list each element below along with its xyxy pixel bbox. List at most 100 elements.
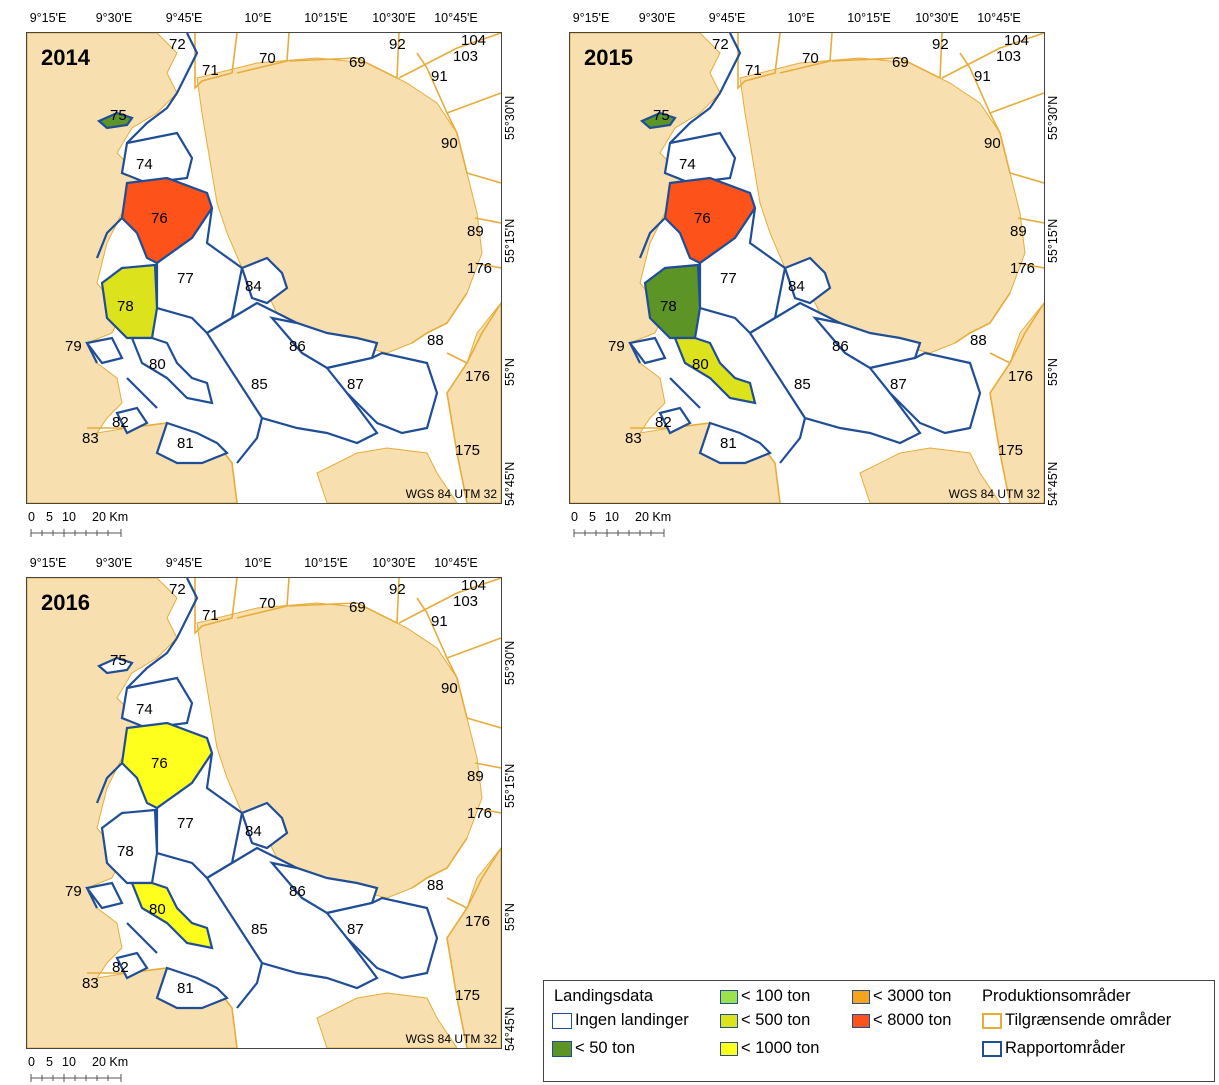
longitude-tick: 10°E: [787, 11, 815, 25]
svg-text:83: 83: [82, 975, 99, 992]
svg-text:79: 79: [65, 883, 82, 900]
svg-text:86: 86: [289, 338, 306, 355]
svg-text:104: 104: [461, 578, 486, 594]
land-east: [739, 57, 1026, 354]
svg-text:74: 74: [136, 701, 153, 718]
area-74: [120, 131, 194, 185]
svg-text:175: 175: [455, 442, 480, 459]
svg-text:82: 82: [112, 959, 129, 976]
legend-swatch: [720, 989, 738, 1004]
svg-text:92: 92: [389, 36, 406, 53]
latitude-tick: 55°15'N: [1046, 218, 1060, 263]
latitude-tick: 54°45'N: [503, 461, 517, 506]
area-79: [628, 336, 667, 365]
area-82: [115, 951, 149, 980]
svg-text:75: 75: [110, 652, 127, 669]
area-85: [748, 301, 922, 445]
longitude-tick: 10°E: [244, 556, 272, 570]
panel-year: 2014: [41, 45, 90, 70]
area-78: [643, 263, 702, 340]
area-87: [325, 351, 439, 435]
longitude-tick: 9°15'E: [29, 556, 67, 570]
longitude-tick: 9°45'E: [165, 11, 203, 25]
svg-text:75: 75: [110, 107, 127, 124]
svg-text:70: 70: [259, 595, 276, 612]
legend-item: < 50 ton: [552, 1039, 635, 1058]
longitude-tick: 10°45'E: [434, 11, 478, 25]
land-southeast: [446, 847, 501, 1048]
report-borders: [629, 33, 807, 464]
scale-label: 20 Km: [635, 510, 672, 524]
area-81: [698, 421, 772, 465]
latitude-tick: 55°30'N: [503, 95, 517, 140]
scale-label: 10: [62, 1055, 76, 1069]
longitude-tick: 10°30'E: [915, 11, 959, 25]
crs-label: WGS 84 UTM 32: [948, 487, 1040, 501]
svg-text:81: 81: [177, 435, 194, 452]
legend-swatch: [852, 1013, 870, 1028]
svg-text:81: 81: [177, 980, 194, 997]
longitude-tick: 10°30'E: [372, 556, 416, 570]
scale-label: 5: [46, 1055, 53, 1069]
svg-text:103: 103: [996, 48, 1021, 65]
area-80: [130, 881, 214, 950]
latitude-tick: 55°N: [503, 358, 517, 386]
area-85: [205, 846, 379, 990]
area-75: [96, 656, 134, 675]
land-east: [196, 602, 483, 899]
area-75: [639, 111, 677, 130]
longitude-tick: 9°30'E: [95, 11, 133, 25]
adjacent-area-borders: [630, 33, 1044, 503]
longitude-tick: 9°45'E: [165, 556, 203, 570]
svg-text:82: 82: [112, 414, 129, 431]
area-81: [155, 966, 229, 1010]
svg-text:91: 91: [431, 68, 448, 85]
svg-text:84: 84: [245, 278, 262, 295]
area-87: [325, 896, 439, 980]
area-77: [155, 207, 244, 335]
svg-text:92: 92: [389, 581, 406, 598]
longitude-tick: 10°45'E: [977, 11, 1021, 25]
latitude-tick: 55°30'N: [503, 640, 517, 685]
svg-text:87: 87: [890, 376, 907, 393]
latitude-tick: 55°15'N: [503, 763, 517, 808]
svg-text:85: 85: [251, 921, 268, 938]
svg-text:87: 87: [347, 921, 364, 938]
area-75: [96, 111, 134, 130]
area-84: [240, 256, 289, 305]
legend-item: < 1000 ton: [720, 1039, 819, 1058]
area-79: [85, 336, 124, 365]
svg-text:74: 74: [136, 156, 153, 173]
area-labels: 72 71 70 69 92 104 103 91 75 74 90 76 89…: [65, 33, 492, 459]
svg-text:86: 86: [832, 338, 849, 355]
legend-swatch: [552, 1012, 572, 1029]
area-labels: 72 71 70 69 92 104 103 91 75 74 90 76 89…: [608, 33, 1035, 459]
scale-label: 5: [46, 510, 53, 524]
scale-label: 0: [571, 510, 578, 524]
land-southeast: [989, 302, 1044, 503]
legend-item: < 8000 ton: [852, 1011, 951, 1030]
svg-text:70: 70: [259, 50, 276, 67]
svg-text:176: 176: [1010, 260, 1035, 277]
svg-text:88: 88: [970, 332, 987, 349]
svg-text:77: 77: [177, 815, 194, 832]
area-84: [783, 256, 832, 305]
svg-text:84: 84: [788, 278, 805, 295]
svg-text:90: 90: [441, 680, 458, 697]
svg-text:80: 80: [692, 356, 709, 373]
map-frame: 72 71 70 69 92 104 103 91 75 74 90 76 89…: [26, 577, 502, 1049]
longitude-tick: 10°15'E: [304, 11, 348, 25]
area-74: [663, 131, 737, 185]
svg-text:78: 78: [660, 298, 677, 315]
svg-text:85: 85: [251, 376, 268, 393]
svg-text:92: 92: [932, 36, 949, 53]
longitude-tick: 10°15'E: [304, 556, 348, 570]
scale-label: 0: [28, 510, 35, 524]
svg-text:91: 91: [431, 613, 448, 630]
area-86: [812, 316, 922, 370]
svg-text:69: 69: [349, 54, 366, 71]
svg-text:78: 78: [117, 843, 134, 860]
svg-text:175: 175: [998, 442, 1023, 459]
